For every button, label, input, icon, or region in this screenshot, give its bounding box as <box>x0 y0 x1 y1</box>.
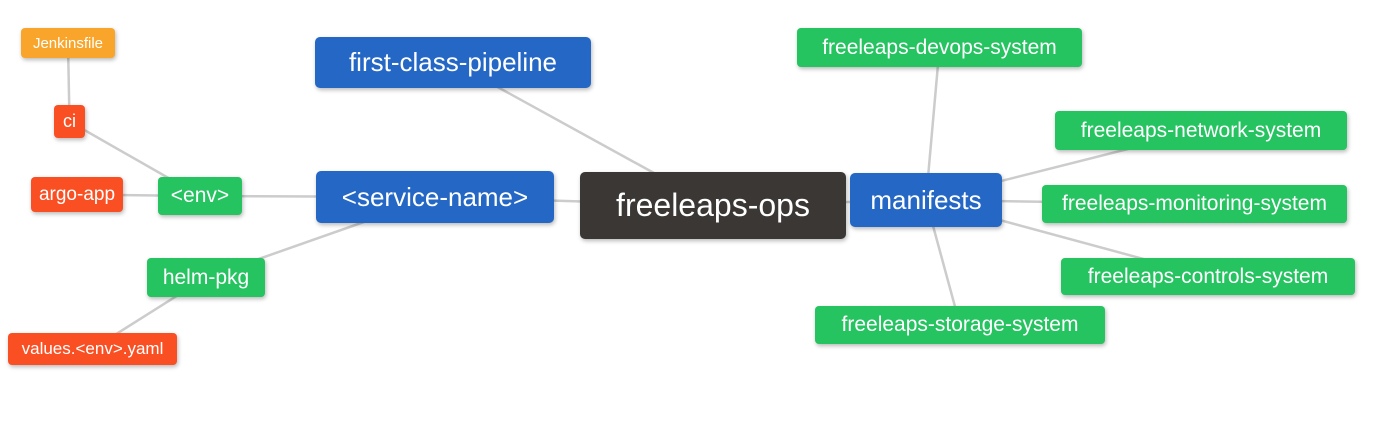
mindmap-node-argo-app[interactable]: argo-app <box>31 177 123 212</box>
mindmap-node-env[interactable]: <env> <box>158 177 242 215</box>
mindmap-node-service-name[interactable]: <service-name> <box>316 171 554 223</box>
mindmap-node-devops-system[interactable]: freeleaps-devops-system <box>797 28 1082 67</box>
mindmap-node-values-env-yaml[interactable]: values.<env>.yaml <box>8 333 177 365</box>
mindmap-node-monitoring-system[interactable]: freeleaps-monitoring-system <box>1042 185 1347 223</box>
mindmap-node-storage-system[interactable]: freeleaps-storage-system <box>815 306 1105 344</box>
mindmap-node-freeleaps-ops[interactable]: freeleaps-ops <box>580 172 846 239</box>
mindmap-node-controls-system[interactable]: freeleaps-controls-system <box>1061 258 1355 295</box>
mindmap-node-ci[interactable]: ci <box>54 105 85 138</box>
mindmap-node-jenkinsfile[interactable]: Jenkinsfile <box>21 28 115 58</box>
mindmap-node-network-system[interactable]: freeleaps-network-system <box>1055 111 1347 150</box>
mindmap-node-manifests[interactable]: manifests <box>850 173 1002 227</box>
mindmap-node-first-class-pipeline[interactable]: first-class-pipeline <box>315 37 591 88</box>
mindmap-node-helm-pkg[interactable]: helm-pkg <box>147 258 265 297</box>
